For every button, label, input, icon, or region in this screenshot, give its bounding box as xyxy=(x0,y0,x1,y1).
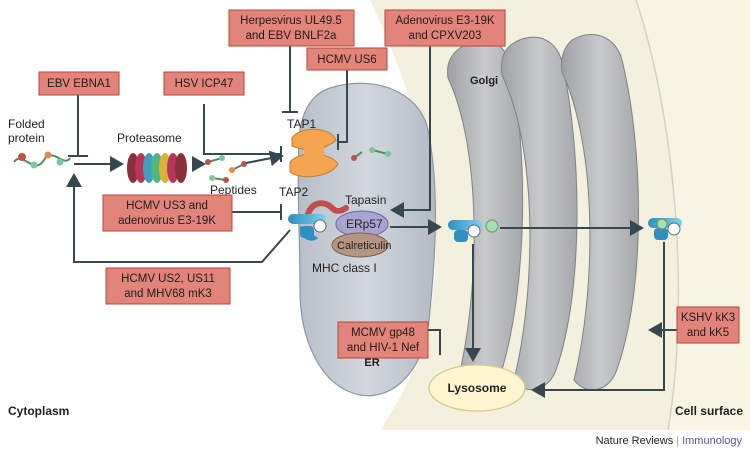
credit-separator: | xyxy=(676,435,680,447)
inhibitor-ebv-ebna1: EBV EBNA1 xyxy=(38,71,120,96)
inhibitor-mcmv-gp48: MCMV gp48 and HIV-1 Nef xyxy=(337,321,429,359)
folded-protein-label-2: protein xyxy=(8,131,45,145)
svg-text:Adenovirus E3-19K: Adenovirus E3-19K xyxy=(395,15,494,27)
journal-section: Immunology xyxy=(682,435,742,447)
inhibitor-hcmv-us2: HCMV US2, US11 and MHV68 mK3 xyxy=(105,267,231,305)
svg-text:and kK5: and kK5 xyxy=(687,327,729,339)
inhibitor-hcmv-us3: HCMV US3 and adenovirus E3-19K xyxy=(102,194,233,232)
proteasome-label: Proteasome xyxy=(117,131,182,145)
calreticulin-label: Calreticulin xyxy=(337,240,391,252)
folded-protein-icon xyxy=(13,151,71,169)
mhc-in-golgi xyxy=(448,219,499,242)
svg-text:HCMV US2, US11: HCMV US2, US11 xyxy=(121,273,215,285)
pathway-arrows xyxy=(66,150,665,398)
tapasin-label: Tapasin xyxy=(345,193,386,207)
inhibitor-adenovirus-cpxv: Adenovirus E3-19K and CPXV203 xyxy=(384,9,506,47)
er-label: ER xyxy=(364,357,379,369)
svg-text:KSHV kK3: KSHV kK3 xyxy=(681,312,735,324)
mhc-class-i-label: MHC class I xyxy=(312,261,377,275)
cell-surface-label: Cell surface xyxy=(675,404,743,418)
folded-protein-label: Folded xyxy=(8,117,45,131)
svg-text:EBV EBNA1: EBV EBNA1 xyxy=(47,78,111,90)
svg-text:and HIV-1 Nef: and HIV-1 Nef xyxy=(347,342,420,354)
lysosome-label: Lysosome xyxy=(448,381,507,395)
lysosome xyxy=(428,364,526,412)
svg-text:HCMV US3 and: HCMV US3 and xyxy=(126,200,208,212)
er-peptides-icon xyxy=(351,147,391,161)
journal-credit: Nature Reviews|Immunology xyxy=(596,435,742,447)
mhc-at-surface xyxy=(648,218,682,240)
peptides-icon xyxy=(205,155,247,183)
svg-text:and CPXV203: and CPXV203 xyxy=(409,30,482,42)
inhibitor-hcmv-us6: HCMV US6 xyxy=(306,47,388,71)
journal-name: Nature Reviews xyxy=(595,435,674,447)
svg-text:and EBV BNLF2a: and EBV BNLF2a xyxy=(246,30,337,42)
peptides-label: Peptides xyxy=(210,183,257,197)
peptide-loading-complex xyxy=(288,200,389,258)
svg-text:Herpesvirus UL49.5: Herpesvirus UL49.5 xyxy=(240,15,342,27)
svg-text:HSV ICP47: HSV ICP47 xyxy=(175,78,234,90)
svg-text:HCMV US6: HCMV US6 xyxy=(317,54,376,66)
svg-text:and MHV68 mK3: and MHV68 mK3 xyxy=(124,288,212,300)
inhibitor-kshv-kk3: KSHV kK3 and kK5 xyxy=(676,306,740,344)
golgi-label: Golgi xyxy=(470,75,498,87)
proteasome-icon xyxy=(127,153,187,183)
tap2-label: TAP2 xyxy=(279,185,308,199)
inhibitor-connectors xyxy=(68,46,677,355)
inhibitor-herpesvirus-ul49: Herpesvirus UL49.5 and EBV BNLF2a xyxy=(228,9,355,47)
inhibitor-hsv-icp47: HSV ICP47 xyxy=(163,71,245,96)
golgi-cisterna-3 xyxy=(561,34,639,391)
tap1-label: TAP1 xyxy=(287,117,316,131)
svg-text:MCMV gp48: MCMV gp48 xyxy=(351,327,415,339)
svg-text:adenovirus E3-19K: adenovirus E3-19K xyxy=(118,215,216,227)
erp57-label: ERp57 xyxy=(346,217,383,231)
cytoplasm-label: Cytoplasm xyxy=(8,404,69,418)
tap-transporter xyxy=(289,128,339,178)
